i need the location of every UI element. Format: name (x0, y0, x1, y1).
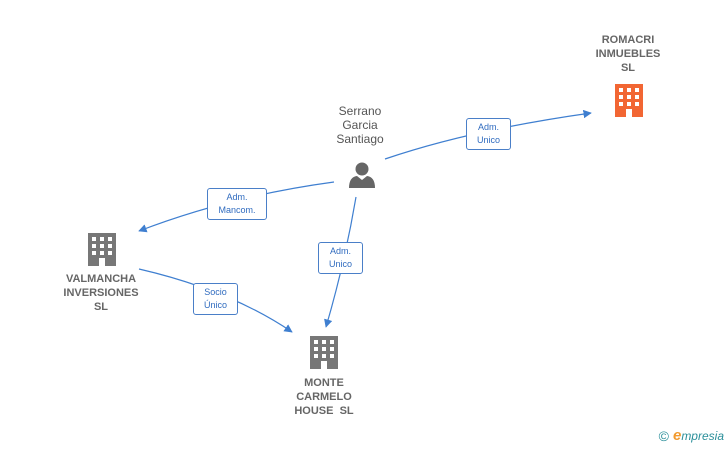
node-label-romacri[interactable]: ROMACRI INMUEBLES SL (573, 33, 683, 75)
node-label-line: VALMANCHA (65, 273, 137, 285)
edge-label-to-romacri: Adm. Unico (466, 118, 511, 150)
edge-label-line: Adm. (329, 246, 351, 256)
node-label-line: INMUEBLES (595, 48, 661, 60)
building-icon[interactable] (615, 84, 643, 117)
node-label-line: CARMELO (296, 391, 352, 403)
node-label-line: MONTE (304, 377, 344, 389)
brand-logo: empresia (673, 427, 724, 444)
node-label-line: ROMACRI (601, 34, 655, 46)
node-label-person[interactable]: Serrano Garcia Santiago (315, 104, 405, 146)
edge-label-valmancha-to-monte: Socio Único (193, 283, 238, 315)
edge-label-line: Adm. (226, 192, 248, 202)
person-icon[interactable] (349, 162, 375, 189)
node-label-line: SL (93, 301, 109, 313)
node-label-line: HOUSE SL (294, 405, 354, 417)
edge-label-line: Socio (204, 287, 227, 297)
edge-label-to-valmancha: Adm. Mancom. (207, 188, 267, 220)
node-label-line: INVERSIONES (63, 287, 139, 299)
edge-label-line: Unico (476, 135, 500, 145)
brand-initial: e (672, 427, 682, 444)
node-label-line: SL (620, 62, 636, 74)
edge-label-line: Único (203, 300, 227, 310)
node-label-line: Garcia (342, 118, 378, 132)
building-icon[interactable] (310, 336, 338, 369)
copyright-icon: © (658, 427, 669, 444)
edge-label-to-monte: Adm. Unico (318, 242, 363, 274)
brand-name: mpresia (681, 429, 724, 443)
edge-label-line: Adm. (477, 122, 499, 132)
watermark: © empresia (659, 427, 724, 444)
edge-label-line: Unico (328, 259, 352, 269)
edge-label-line: Mancom. (218, 205, 256, 215)
node-label-monte[interactable]: MONTE CARMELO HOUSE SL (269, 376, 379, 418)
building-icon[interactable] (88, 233, 116, 266)
node-label-valmancha[interactable]: VALMANCHA INVERSIONES SL (46, 272, 156, 314)
node-label-line: Santiago (336, 132, 384, 146)
node-label-line: Serrano (338, 104, 382, 118)
